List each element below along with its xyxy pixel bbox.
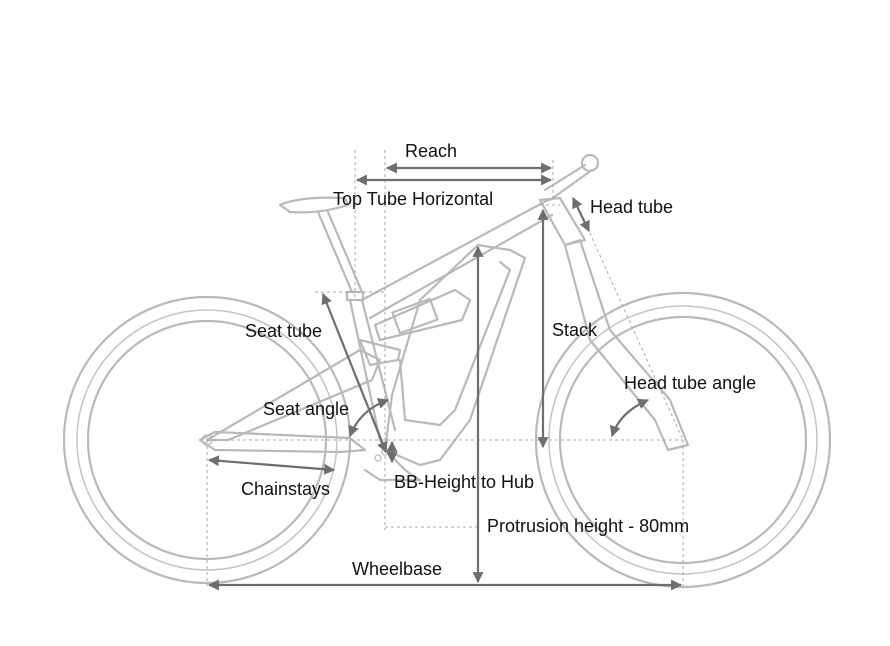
top-tube-horizontal-label: Top Tube Horizontal (333, 189, 494, 209)
seat-tube-label: Seat tube (245, 321, 323, 341)
seat-angle-label: Seat angle (263, 399, 350, 419)
protrusion-height-label: Protrusion height - 80mm (487, 516, 690, 536)
bb-height-label: BB-Height to Hub (394, 472, 535, 492)
wheelbase-label: Wheelbase (352, 559, 443, 579)
head-tube-arrow (572, 197, 590, 232)
chainstays-arrow (207, 455, 336, 475)
stack-label: Stack (552, 320, 598, 340)
guide-lines (206, 150, 684, 586)
head-tube-angle-arc (609, 398, 650, 438)
seat-angle-arc (348, 398, 390, 438)
chainstays-label: Chainstays (241, 479, 331, 499)
head-tube-label: Head tube (590, 197, 674, 217)
reach-label: Reach (405, 141, 458, 161)
head-tube-angle-label: Head tube angle (624, 373, 757, 393)
